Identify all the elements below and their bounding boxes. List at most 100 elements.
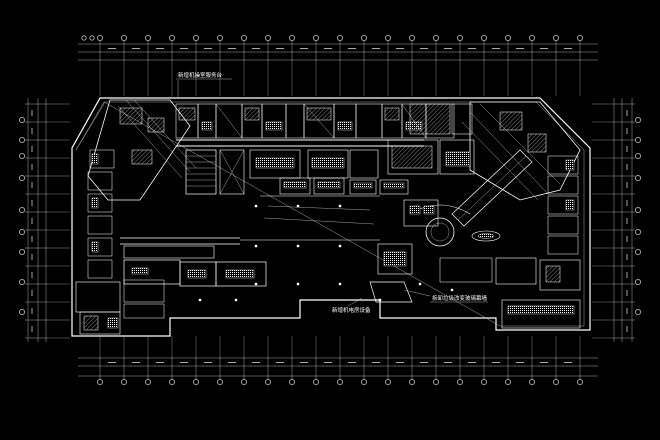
column-mark	[254, 204, 258, 208]
bottom-note-right-label: 拆卸垃圾改变玻璃幕墙	[432, 294, 488, 302]
room-outline	[197, 103, 217, 139]
bottom-note-center-label: 新增机电房设备	[332, 306, 371, 314]
grid-axis-bubble-icon	[241, 379, 247, 385]
grid-axis-bubble-icon	[385, 35, 391, 41]
grid-axis-bubble-icon	[529, 35, 535, 41]
grid-axis-bubble-icon	[385, 379, 391, 385]
room-fill	[178, 107, 196, 121]
grid-axis-bubble-icon	[97, 35, 103, 41]
grid-axis-bubble-icon	[19, 207, 25, 213]
grid-axis-bubble-icon	[121, 379, 127, 385]
room-fill	[244, 107, 260, 121]
right-wing	[451, 101, 581, 255]
grid-axis-bubble-icon	[457, 379, 463, 385]
grid-axis-bubble-icon	[635, 309, 641, 315]
grid-axis-bubble-icon	[433, 35, 439, 41]
grid-axis-bubble-icon	[19, 249, 25, 255]
room-fill	[409, 103, 451, 135]
grid-axis-bubble-icon	[289, 35, 295, 41]
grid-axis-bubble-icon	[577, 35, 583, 41]
column-mark	[254, 244, 258, 248]
grid-axis-bubble-icon	[337, 379, 343, 385]
horizontal-grid-axes	[48, 103, 612, 339]
grid-axis-bubble-icon	[553, 35, 559, 41]
room-fill	[265, 121, 283, 131]
room-fill	[201, 121, 213, 131]
grid-axis-bubble-icon	[89, 35, 95, 41]
left-lower-rooms	[75, 279, 165, 335]
grid-axis-bubble-icon	[193, 379, 199, 385]
column-mark	[418, 282, 422, 286]
lobby-reception	[377, 199, 501, 275]
top-service-rooms	[175, 103, 473, 139]
room-fill	[306, 107, 332, 121]
grid-axis-bubbles	[19, 35, 641, 385]
grid-axis-bubble-icon	[409, 35, 415, 41]
grid-axis-bubble-icon	[241, 35, 247, 41]
grid-axis-bubble-icon	[121, 35, 127, 41]
column-mark	[296, 244, 300, 248]
grid-axis-bubble-icon	[145, 35, 151, 41]
grid-axis-bubble-icon	[19, 175, 25, 181]
grid-axis-bubble-icon	[217, 35, 223, 41]
column-mark	[198, 298, 202, 302]
left-dimension-lines	[27, 98, 47, 342]
grid-axis-bubble-icon	[313, 35, 319, 41]
grid-axis-bubble-icon	[19, 153, 25, 159]
grid-axis-bubble-icon	[635, 249, 641, 255]
grid-axis-bubble-icon	[505, 379, 511, 385]
grid-axis-bubble-icon	[635, 117, 641, 123]
grid-axis-bubble-icon	[361, 379, 367, 385]
grid-axis-bubble-icon	[313, 379, 319, 385]
grid-axis-bubble-icon	[145, 379, 151, 385]
structural-columns	[198, 204, 454, 302]
grid-axis-bubble-icon	[81, 35, 87, 41]
top-right-area	[387, 139, 475, 175]
note-callout	[347, 281, 431, 307]
column-mark	[450, 288, 454, 292]
bottom-dimension-lines	[78, 357, 598, 377]
column-mark	[296, 282, 300, 286]
top-dimension-lines	[78, 43, 598, 61]
room-fill	[337, 121, 353, 131]
column-mark	[234, 298, 238, 302]
room-diagonal	[303, 103, 335, 139]
grid-axis-bubble-icon	[169, 379, 175, 385]
grid-axis-bubble-icon	[409, 379, 415, 385]
meeting-tables	[249, 149, 409, 195]
room-fill	[384, 107, 400, 121]
grid-axis-bubble-icon	[217, 379, 223, 385]
grid-axis-bubble-icon	[19, 137, 25, 143]
grid-axis-bubble-icon	[169, 35, 175, 41]
right-lower-rooms	[439, 257, 581, 329]
dimension-ticks	[25, 41, 635, 379]
left-wing	[87, 99, 197, 279]
grid-axis-bubble-icon	[265, 379, 271, 385]
right-dimension-lines	[613, 98, 633, 342]
grid-axis-bubble-icon	[97, 379, 103, 385]
grid-axis-bubble-icon	[19, 279, 25, 285]
grid-axis-bubble-icon	[635, 137, 641, 143]
room-outline	[333, 103, 357, 139]
top-note-label: 新增机操室服务台	[178, 71, 223, 79]
grid-axis-bubble-icon	[193, 35, 199, 41]
grid-axis-bubble-icon	[635, 153, 641, 159]
lower-room-strip	[123, 245, 267, 287]
grid-axis-bubble-icon	[635, 207, 641, 213]
stair-core	[185, 149, 245, 195]
column-mark	[338, 204, 342, 208]
vertical-grid-axes	[99, 62, 581, 356]
grid-axis-bubble-icon	[289, 379, 295, 385]
room-outline	[451, 103, 473, 135]
grid-axis-bubble-icon	[19, 309, 25, 315]
room-outline	[285, 103, 305, 139]
grid-axis-bubble-icon	[457, 35, 463, 41]
dimension-text	[31, 48, 628, 363]
grid-axis-bubble-icon	[635, 175, 641, 181]
grid-axis-bubble-icon	[505, 35, 511, 41]
grid-axis-bubble-icon	[481, 35, 487, 41]
room-outline	[261, 103, 287, 139]
grid-axis-bubble-icon	[19, 229, 25, 235]
grid-axis-bubble-icon	[265, 35, 271, 41]
